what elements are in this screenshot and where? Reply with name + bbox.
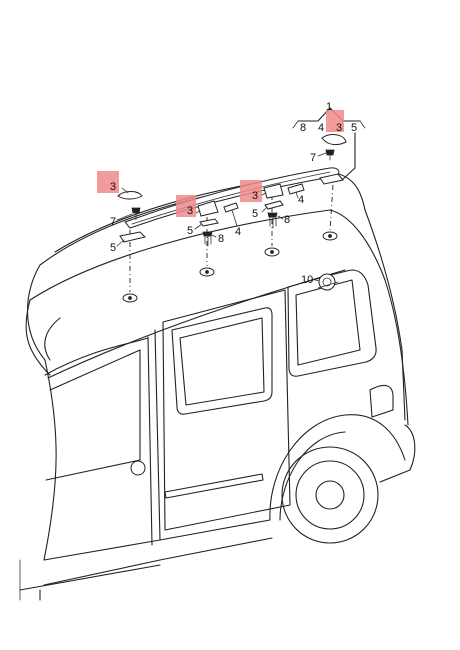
bracket-icon-rear xyxy=(319,173,344,185)
washer-icon xyxy=(199,218,219,227)
end-cap-icon xyxy=(321,134,347,146)
callout-10: 10 xyxy=(301,274,313,286)
rear-wheel-hub xyxy=(315,480,345,510)
screw-icon-rear xyxy=(325,149,335,156)
roof-rail-part-3 xyxy=(124,167,340,229)
cover-icon xyxy=(197,200,219,217)
bolt-icon xyxy=(202,231,213,237)
middle-fastener-group xyxy=(194,200,239,247)
highlight-left-3 xyxy=(97,171,119,193)
callout-4-header: 4 xyxy=(318,122,324,134)
callout-5-header: 5 xyxy=(351,122,357,134)
rear-wheel-tire xyxy=(281,446,379,544)
callout-1: 1 xyxy=(326,101,332,113)
right-fastener-group xyxy=(261,183,305,229)
screw-icon xyxy=(131,207,141,214)
rear-wheel-rim xyxy=(295,460,365,530)
bolt-icon-right xyxy=(267,212,278,218)
cover-icon-right xyxy=(263,183,284,199)
callout-labels: 1 8 4 3 5 7 3 7 5 3 5 4 8 3 5 8 4 10 xyxy=(110,101,357,286)
callout-5-left: 5 xyxy=(110,242,116,254)
callout-8-right: 8 xyxy=(284,214,290,226)
bracket-icon xyxy=(119,231,146,243)
callout-3-header: 3 xyxy=(336,122,342,134)
roof-mounting-holes xyxy=(122,231,338,303)
callout-8-header: 8 xyxy=(300,122,306,134)
highlight-header-3 xyxy=(326,110,344,132)
pin-icon-right xyxy=(287,183,305,195)
fuel-filler-part-10 xyxy=(311,273,339,291)
door-handle-icon xyxy=(130,460,146,476)
callout-3-mid: 3 xyxy=(187,205,193,217)
pin-icon xyxy=(223,202,239,213)
cover-cap-icon xyxy=(117,191,143,200)
callout-3-right: 3 xyxy=(252,190,258,202)
rear-fastener-group xyxy=(292,107,366,185)
highlight-right-3 xyxy=(240,180,262,202)
callout-3-left: 3 xyxy=(110,181,116,193)
washer-icon-right xyxy=(264,200,284,210)
highlight-mid-3 xyxy=(176,195,196,217)
callout-5-mid: 5 xyxy=(187,225,193,237)
callout-7-left: 7 xyxy=(110,216,116,228)
highlight-boxes xyxy=(97,110,344,217)
callout-4-right: 4 xyxy=(298,194,304,206)
callout-8-mid: 8 xyxy=(218,233,224,245)
left-fastener-group xyxy=(116,187,146,247)
callout-4-mid: 4 xyxy=(235,226,241,238)
callout-5-right: 5 xyxy=(252,208,258,220)
callout-7-rear: 7 xyxy=(310,152,316,164)
